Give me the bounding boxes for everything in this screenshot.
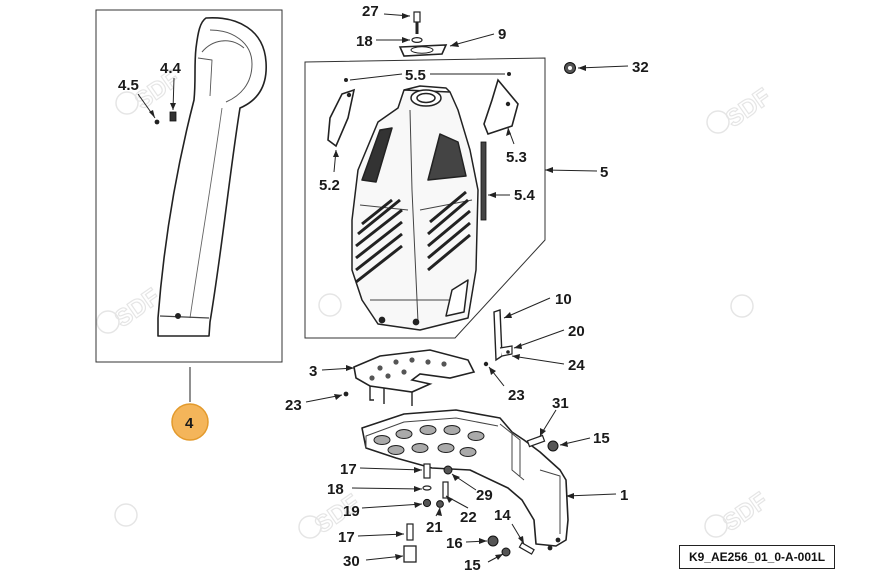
document-code-box: K9_AE256_01_0-A-001L — [679, 545, 835, 569]
part-5-5-screw — [344, 78, 348, 82]
callout-17[interactable]: 17 — [340, 461, 357, 478]
part-5-4-strip — [480, 141, 487, 221]
callout-4-4[interactable]: 4.4 — [160, 60, 182, 77]
part-3-plate-holes — [369, 357, 447, 381]
part-30-spacer — [403, 545, 417, 563]
callout-10[interactable]: 10 — [555, 291, 572, 308]
part-5-2-plate — [327, 88, 356, 148]
part-10-bracket — [493, 309, 503, 362]
callout-19[interactable]: 19 — [343, 503, 360, 520]
callout-30[interactable]: 30 — [343, 553, 360, 570]
callout-29[interactable]: 29 — [476, 487, 493, 504]
chute-detail-frame — [95, 9, 283, 363]
callout-5-4[interactable]: 5.4 — [514, 187, 536, 204]
callout-9[interactable]: 9 — [498, 26, 506, 43]
callout-21[interactable]: 21 — [426, 519, 443, 536]
part-5-5-screw — [507, 72, 511, 76]
callout-18[interactable]: 18 — [327, 481, 344, 498]
part-5-3-hole — [505, 101, 511, 107]
part-17-bolt — [406, 523, 414, 541]
callout-1[interactable]: 1 — [620, 487, 628, 504]
callout-14[interactable]: 14 — [494, 507, 511, 524]
part-1-base-bolt-holes — [547, 537, 561, 551]
part-18-washer — [411, 36, 423, 43]
part-4-4-nut — [169, 111, 177, 122]
part-29-nut — [443, 465, 453, 475]
deflector-vent-grille — [355, 190, 471, 284]
part-20-clip — [499, 345, 513, 357]
callout-15[interactable]: 15 — [593, 430, 610, 447]
callout-16[interactable]: 16 — [446, 535, 463, 552]
part-17-bolt — [423, 463, 431, 479]
callout-4-highlight[interactable] — [171, 403, 209, 441]
watermark-logo: SDF — [706, 83, 776, 134]
document-code: K9_AE256_01_0-A-001L — [688, 550, 826, 564]
part-19-nut — [422, 498, 432, 508]
callout-23[interactable]: 23 — [285, 397, 302, 414]
part-31-bolt — [526, 434, 546, 448]
callout-15[interactable]: 15 — [464, 557, 481, 574]
part-32-nut-hole — [568, 66, 572, 70]
part-15-nut — [501, 547, 511, 557]
deflector-part — [351, 85, 479, 331]
callout-5[interactable]: 5 — [600, 164, 608, 181]
callout-5-2[interactable]: 5.2 — [319, 177, 340, 194]
part-27-bolt — [413, 11, 421, 23]
part-18-washer — [422, 485, 432, 491]
callout-18[interactable]: 18 — [356, 33, 373, 50]
part-5-3-plate — [483, 78, 519, 135]
callout-4[interactable]: 4 — [185, 415, 194, 432]
watermark-logo: SDF — [96, 283, 165, 334]
deflector-detail-frame — [304, 57, 546, 339]
chute-part — [157, 17, 267, 337]
callout-5-5[interactable]: 5.5 — [405, 67, 426, 84]
callout-23[interactable]: 23 — [508, 387, 525, 404]
callout-3[interactable]: 3 — [309, 363, 317, 380]
part-23-screw — [343, 391, 349, 397]
callout-22[interactable]: 22 — [460, 509, 477, 526]
part-21-nut — [436, 500, 444, 508]
part-23-screw — [483, 361, 489, 367]
part-14-bolt — [518, 541, 535, 555]
watermark-logo: SDF — [704, 487, 773, 538]
part-24-screw — [506, 350, 510, 354]
callout-4-5[interactable]: 4.5 — [118, 77, 139, 94]
part-9-gasket-hole — [410, 46, 434, 54]
part-16-nut — [487, 535, 499, 547]
callout-17[interactable]: 17 — [338, 529, 355, 546]
part-5-2-hole — [346, 92, 352, 98]
part-3-plate — [353, 349, 476, 393]
callout-27[interactable]: 27 — [362, 3, 379, 20]
callout-31[interactable]: 31 — [552, 395, 569, 412]
watermark-logo — [114, 503, 138, 527]
callout-24[interactable]: 24 — [568, 357, 585, 374]
leader-arrowheads — [149, 13, 586, 560]
callout-5-3[interactable]: 5.3 — [506, 149, 527, 166]
part-3-plate-legs — [369, 386, 413, 406]
part-15-nut — [547, 440, 559, 452]
watermark-logo — [730, 294, 754, 318]
part-1-base-holes — [373, 425, 485, 457]
callout-32[interactable]: 32 — [632, 59, 649, 76]
callout-labels: 27 18 9 32 4.5 4.4 5.5 5.2 5.3 5.4 5 10 … — [118, 3, 649, 574]
watermark-logo — [318, 293, 342, 317]
part-4-5-screw — [154, 119, 160, 125]
part-22-bolt — [442, 481, 449, 499]
callout-20[interactable]: 20 — [568, 323, 585, 340]
